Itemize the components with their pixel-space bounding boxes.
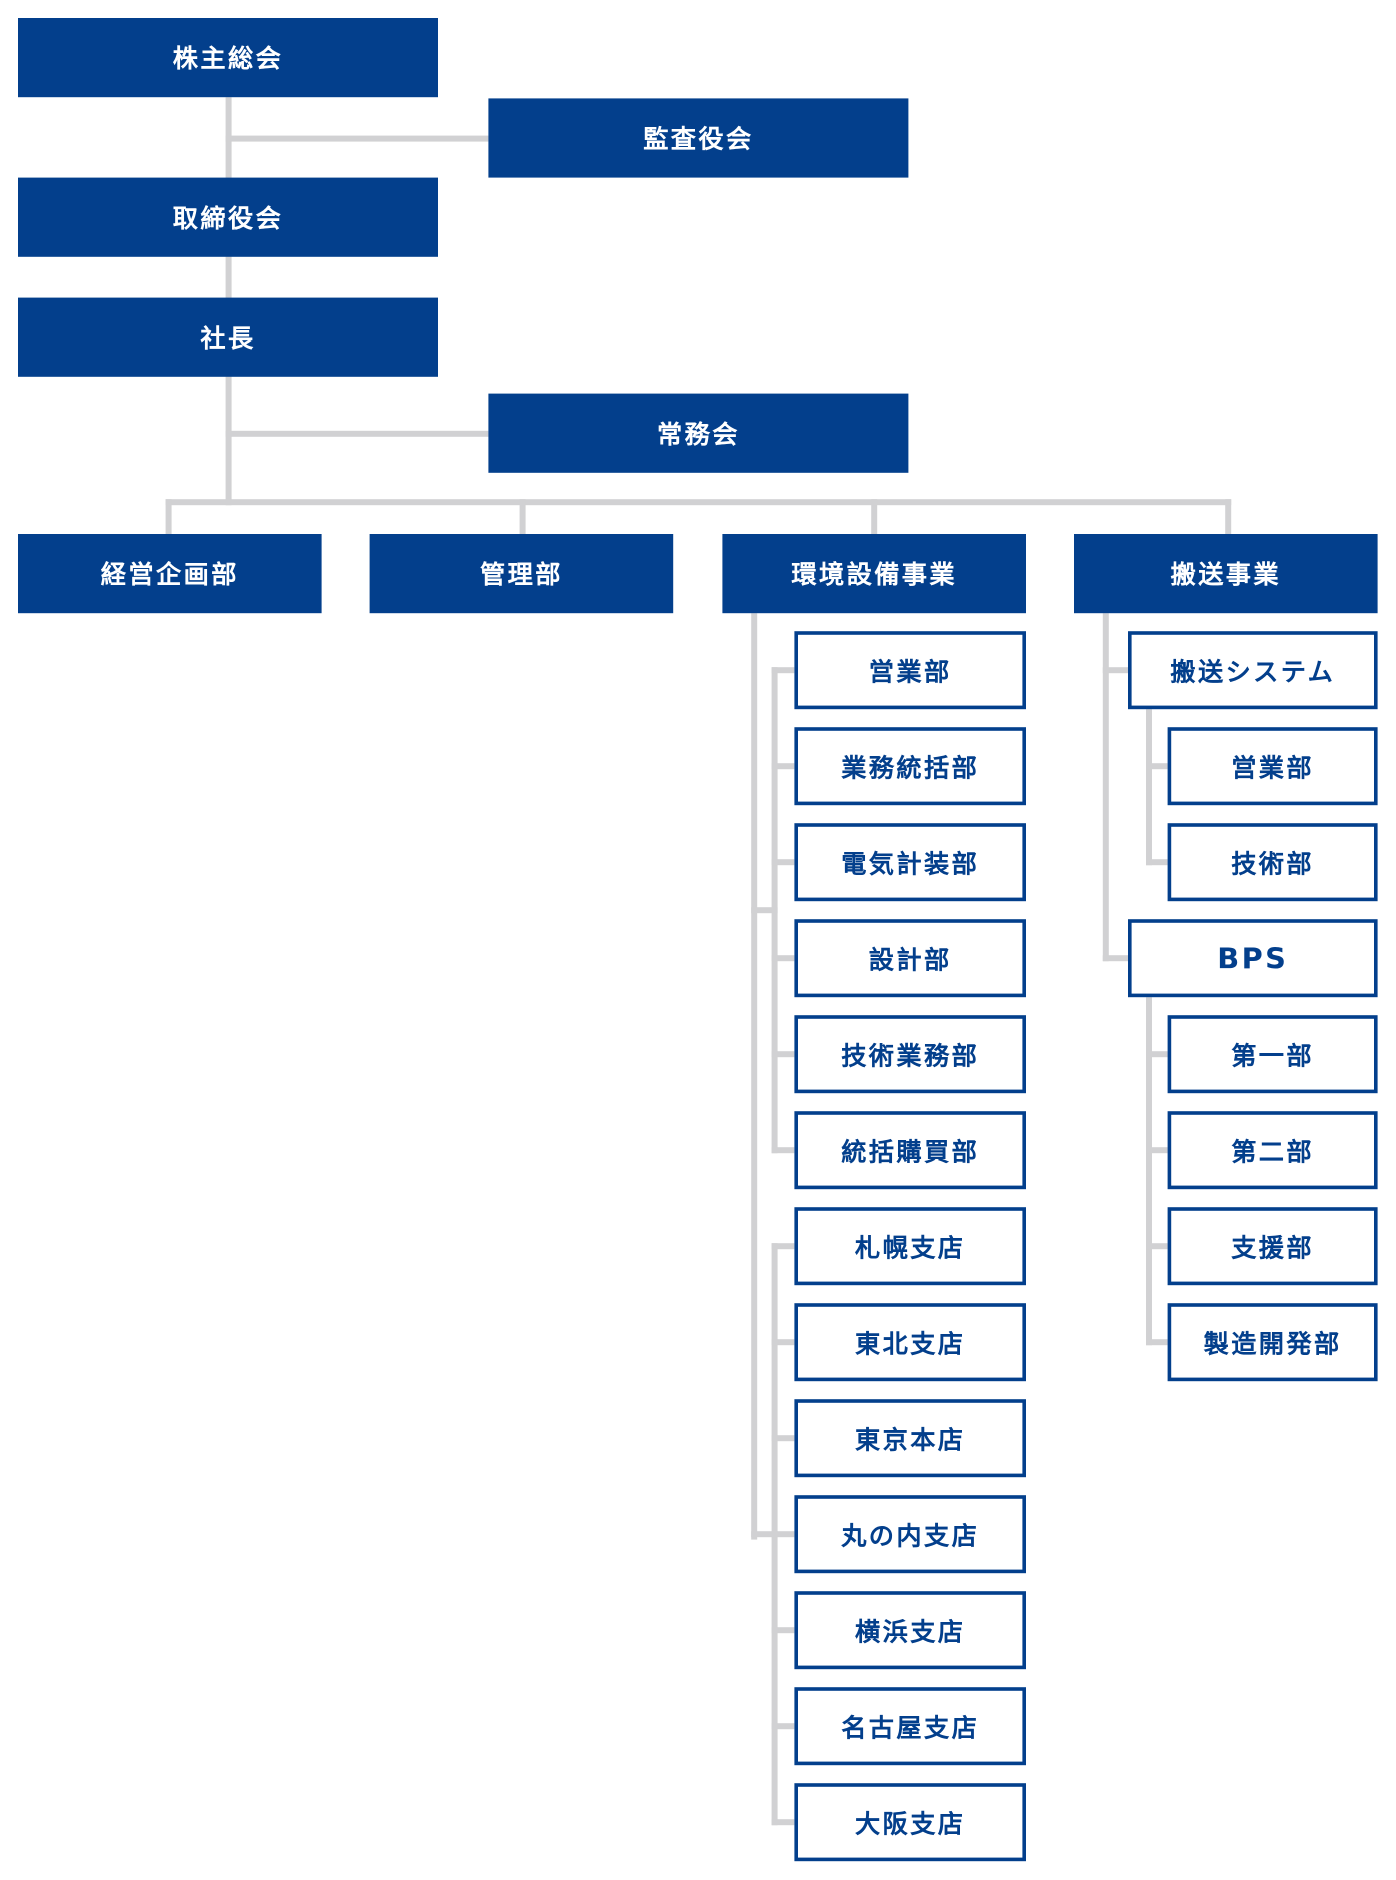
connector: [1146, 1339, 1168, 1346]
connector: [1146, 1243, 1168, 1250]
connector: [771, 1627, 795, 1634]
connector: [165, 499, 1232, 506]
sub-unit-box: 丸の内支店: [794, 1495, 1026, 1574]
shareholders-meeting-box: 株主総会: [18, 18, 439, 98]
connector: [1146, 1147, 1168, 1154]
connector: [871, 499, 878, 536]
connector: [1146, 763, 1168, 770]
president-box: 社長: [18, 297, 439, 377]
connector: [771, 955, 795, 962]
connector: [771, 1339, 795, 1346]
connector: [751, 1531, 778, 1538]
sub-unit-box: 横浜支店: [794, 1591, 1026, 1670]
connector: [771, 763, 795, 770]
sub-unit-box: 製造開発部: [1167, 1303, 1378, 1382]
connector: [1102, 613, 1109, 962]
connector: [1146, 1051, 1168, 1058]
sub-unit-box: 技術業務部: [794, 1015, 1026, 1094]
connector: [771, 1435, 795, 1442]
connector: [771, 1147, 795, 1154]
sub-unit-box: 東京本店: [794, 1399, 1026, 1478]
connector: [771, 1819, 795, 1826]
department-box: 搬送事業: [1074, 534, 1378, 614]
sub-unit-box: 支援部: [1167, 1207, 1378, 1286]
connector: [225, 135, 489, 142]
connector: [771, 667, 795, 674]
auditors-board-box: 監査役会: [488, 98, 909, 178]
sub-unit-box: 東北支店: [794, 1303, 1026, 1382]
sub-unit-box: 統括購買部: [794, 1111, 1026, 1190]
connector: [1102, 955, 1128, 962]
connector: [771, 667, 778, 1154]
sub-unit-box: 業務統括部: [794, 727, 1026, 806]
sub-unit-box: 札幌支店: [794, 1207, 1026, 1286]
department-box: 環境設備事業: [722, 534, 1026, 614]
bps-box: BPS: [1128, 919, 1378, 998]
connector: [1146, 708, 1152, 866]
department-box: 管理部: [369, 534, 674, 614]
connector: [751, 907, 778, 914]
transport-system-box: 搬送システム: [1128, 631, 1378, 710]
department-box: 経営企画部: [18, 534, 322, 614]
connector: [165, 499, 172, 536]
sub-unit-box: 大阪支店: [794, 1783, 1026, 1862]
connector: [771, 1531, 795, 1538]
connector: [1146, 859, 1168, 866]
connector: [771, 1723, 795, 1730]
connector: [751, 613, 758, 1540]
executive-committee-box: 常務会: [488, 393, 909, 473]
connector: [771, 1051, 795, 1058]
sub-unit-box: 営業部: [794, 631, 1026, 710]
sub-unit-box: 営業部: [1167, 727, 1378, 806]
connector: [771, 859, 795, 866]
connector: [771, 1243, 795, 1250]
connector: [1102, 667, 1128, 674]
sub-unit-box: 第一部: [1167, 1015, 1378, 1094]
connector: [519, 499, 526, 536]
connector: [1146, 996, 1152, 1346]
connector: [225, 430, 489, 437]
connector: [1225, 499, 1232, 536]
board-of-directors-box: 取締役会: [18, 177, 439, 257]
sub-unit-box: 電気計装部: [794, 823, 1026, 902]
sub-unit-box: 第二部: [1167, 1111, 1378, 1190]
sub-unit-box: 技術部: [1167, 823, 1378, 902]
sub-unit-box: 設計部: [794, 919, 1026, 998]
sub-unit-box: 名古屋支店: [794, 1687, 1026, 1766]
